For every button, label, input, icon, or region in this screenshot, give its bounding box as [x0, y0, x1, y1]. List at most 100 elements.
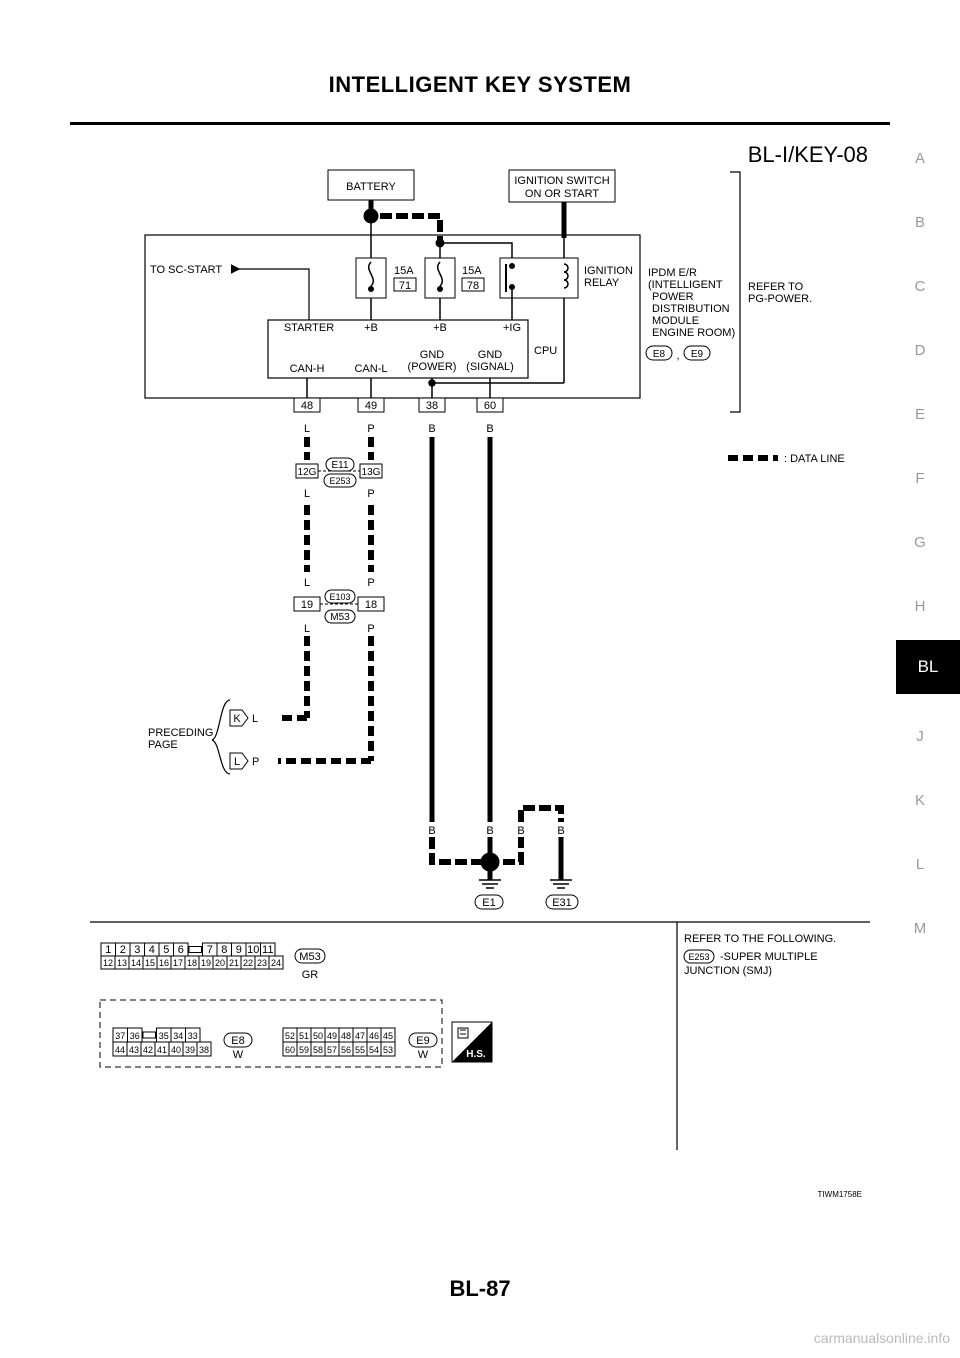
preceding-page-ref: PRECEDING PAGE K L L P — [148, 699, 259, 775]
page-title: INTELLIGENT KEY SYSTEM — [328, 72, 632, 97]
side-tab-j[interactable]: J — [916, 728, 924, 745]
m53-key-slot — [188, 946, 202, 953]
fuse-71-rating: 15A — [394, 265, 414, 277]
m53-pin-11: 11 — [262, 944, 273, 956]
ground-wires — [429, 437, 564, 880]
ground-color-b-1: B — [428, 825, 435, 837]
side-tab-a[interactable]: A — [914, 150, 925, 167]
ignition-switch-label-1: IGNITION SWITCH — [514, 175, 609, 187]
power-bracket — [730, 171, 741, 413]
junction-e11-color-l: L — [304, 488, 310, 500]
ipdm-label-6: ENGINE ROOM) — [652, 327, 735, 339]
e8-pin-40: 40 — [171, 1045, 181, 1055]
ignition-switch-label-2: ON OR START — [525, 188, 599, 200]
reference-connector-badge — [683, 949, 715, 964]
ground-color-b-3: B — [517, 825, 524, 837]
cpu-terminal-gnd-signal-2: (SIGNAL) — [466, 361, 514, 373]
side-tab-k[interactable]: K — [914, 792, 925, 809]
side-tab-d[interactable]: D — [914, 342, 926, 359]
side-tab-l[interactable]: L — [915, 856, 925, 873]
m53-pin-1: 1 — [105, 944, 111, 956]
junction-e103-color-p-below: P — [367, 623, 374, 635]
side-tab-g[interactable]: G — [914, 534, 926, 551]
ground-e1-badge — [474, 894, 504, 910]
ground-e31-badge — [545, 894, 579, 910]
side-tab-e[interactable]: E — [914, 406, 925, 423]
e8-key-slot — [142, 1031, 156, 1039]
diagram-id: BL-I/KEY-08 — [748, 142, 868, 167]
e8-pin-34: 34 — [173, 1031, 183, 1041]
refer-to-label-1: REFER TO — [748, 281, 804, 293]
ground-color-b-2: B — [486, 825, 493, 837]
m53-pin-12: 12 — [103, 958, 113, 968]
page-number: BL-87 — [449, 1276, 511, 1301]
m53-pin-13: 13 — [117, 958, 127, 968]
reference-connector: E253 — [688, 952, 709, 962]
m53-pin-6: 6 — [178, 944, 184, 956]
side-tab-m[interactable]: M — [913, 920, 927, 937]
ground-color-b-4: B — [557, 825, 564, 837]
m53-pin-15: 15 — [145, 958, 155, 968]
m53-pin-10: 10 — [247, 944, 259, 956]
m53-pin-5: 5 — [163, 944, 169, 956]
ipdm-label: IPDM E/R (INTELLIGENT POWER DISTRIBUTION… — [648, 267, 735, 339]
junction-e11-left-terminal: 12G — [298, 467, 317, 478]
e8-pin-39: 39 — [185, 1045, 195, 1055]
m53-pin-2: 2 — [120, 944, 126, 956]
side-tab-c[interactable]: C — [914, 278, 926, 295]
m53-pin-22: 22 — [243, 958, 253, 968]
cpu-terminal-b1: +B — [364, 322, 378, 334]
legend-data-line: : DATA LINE — [784, 453, 845, 465]
battery-feed-wires — [363, 200, 567, 258]
ground-symbols — [479, 879, 572, 889]
junction-e103-color-p-above: P — [367, 577, 374, 589]
e9-pin-57: 57 — [327, 1045, 337, 1055]
preceding-terminal-l: L — [234, 756, 240, 768]
e8-pin-38: 38 — [199, 1045, 209, 1055]
preceding-terminal-k: K — [233, 713, 241, 725]
ipdm-label-5: MODULE — [652, 315, 699, 327]
terminal-49: 49 — [365, 400, 377, 412]
cpu-label: CPU — [534, 345, 557, 357]
e9-pin-50: 50 — [313, 1031, 323, 1041]
e9-pin-59: 59 — [299, 1045, 309, 1055]
ipdm-connector-e9: E9 — [691, 349, 704, 360]
e8-pin-cell — [196, 1041, 212, 1057]
junction-e11-right-terminal: 13G — [362, 467, 381, 478]
cpu-terminal-gnd-power-1: GND — [420, 349, 445, 361]
m53-pin-21: 21 — [229, 958, 239, 968]
e9-pin-60: 60 — [285, 1045, 295, 1055]
connector-m53-color: GR — [302, 969, 319, 981]
connector-e9-badge — [408, 1032, 438, 1048]
terminal-boxes: 48 49 38 60 — [293, 397, 504, 413]
junction-e103-color-l-above: L — [304, 577, 310, 589]
e9-pin-46: 46 — [369, 1031, 379, 1041]
ipdm-connector-e8: E8 — [653, 349, 666, 360]
e9-pin-54: 54 — [369, 1045, 379, 1055]
cpu-terminal-b2: +B — [433, 322, 447, 334]
refer-to-label-2: PG-POWER. — [748, 293, 812, 305]
e8-pin-37: 37 — [115, 1031, 125, 1041]
side-tab-bl-active[interactable]: BL — [896, 640, 960, 694]
e9-pin-47: 47 — [355, 1031, 365, 1041]
reference-item-1: -SUPER MULTIPLE — [720, 951, 818, 963]
e8-pin-44: 44 — [115, 1045, 125, 1055]
ignition-switch-box: IGNITION SWITCH ON OR START — [508, 169, 616, 203]
m53-pin-14: 14 — [131, 958, 141, 968]
fuse-71-number: 71 — [399, 280, 411, 292]
side-tab-h[interactable]: H — [914, 598, 926, 615]
side-tab-f[interactable]: F — [915, 470, 925, 487]
title-divider — [70, 122, 890, 125]
battery-label: BATTERY — [346, 181, 396, 193]
e9-pin-cell — [380, 1041, 396, 1057]
m53-pin-20: 20 — [215, 958, 225, 968]
side-tab-b[interactable]: B — [914, 214, 925, 231]
m53-pin-9: 9 — [236, 944, 242, 956]
junction-e103: L P 19 18 E103 M53 L P — [293, 577, 385, 635]
fuse-78: 15A 78 — [424, 257, 485, 320]
connector-m53-label: M53 — [299, 951, 320, 963]
m53-pin-23: 23 — [257, 958, 267, 968]
cpu-terminal-gnd-signal-1: GND — [478, 349, 503, 361]
